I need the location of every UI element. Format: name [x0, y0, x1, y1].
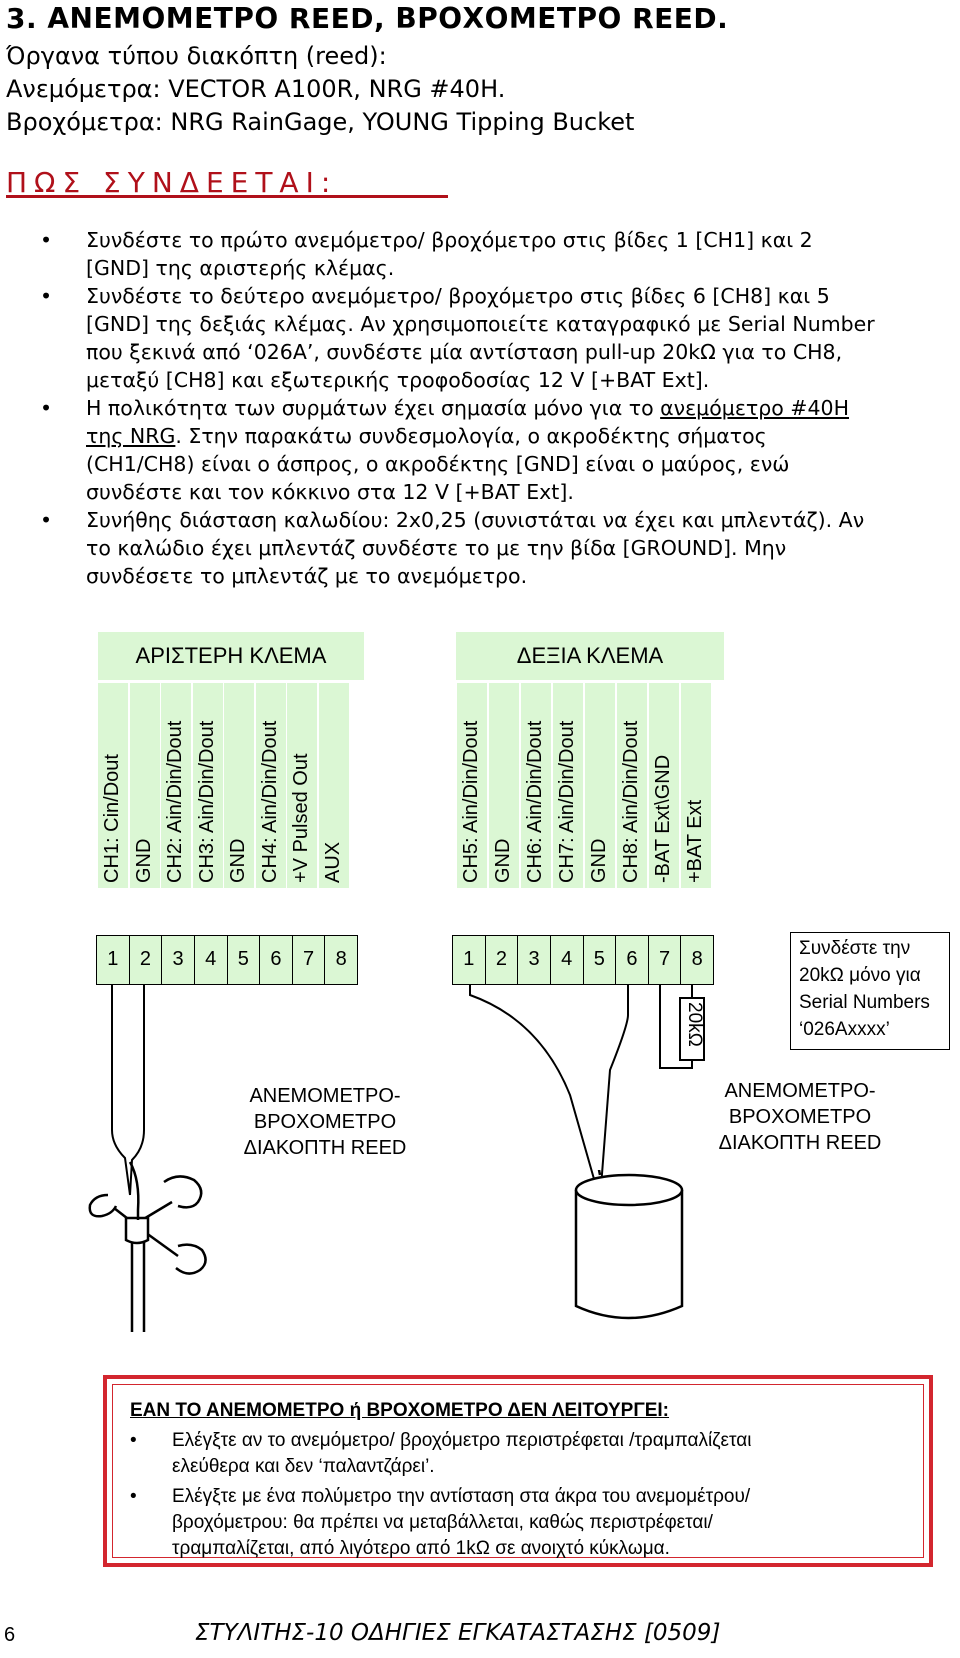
terminal-screw: 4	[551, 936, 584, 984]
list-item: • Συνήθης διάσταση καλωδίου: 2x0,25 (συν…	[40, 508, 865, 588]
pin-label-column: GND	[129, 683, 160, 888]
pin-label-column: GND	[585, 683, 615, 888]
pin-label-column: CH7: Ain/Din/Dout	[553, 683, 583, 888]
terminal-screw: 2	[486, 936, 519, 984]
pin-label-column: CH4: Ain/Din/Dout	[255, 683, 286, 888]
bullet-icon: •	[40, 508, 53, 532]
intro-line-2: Ανεμόμετρα: VECTOR A100R, NRG #40H.	[6, 75, 506, 103]
pin-label-column: CH8: Ain/Din/Dout	[617, 683, 647, 888]
pin-label: CH2: Ain/Din/Dout	[164, 720, 186, 883]
intro-line-3: Βροχόμετρα: NRG RainGage, YOUNG Tipping …	[6, 108, 635, 136]
bullet-icon: •	[130, 1486, 137, 1507]
left-wire-2	[129, 985, 145, 1196]
pin-label-column: AUX	[318, 683, 349, 888]
terminal-screw: 3	[162, 936, 195, 984]
pin-label: GND	[132, 838, 155, 883]
nrg-link[interactable]: ανεμόμετρο #40H	[660, 396, 849, 420]
list-item: • Συνδέστε το δεύτερο ανεμόμετρο/ βροχόμ…	[40, 284, 875, 392]
pin-label-column: CH1: Cin/Dout	[98, 683, 128, 888]
terminal-screw: 4	[195, 936, 228, 984]
page-number: 6	[4, 1624, 16, 1646]
resistor: 20kΩ	[681, 998, 705, 1060]
warning-title: ΕΑΝ ΤΟ ΑΝΕΜΟΜΕΤΡΟ ή ΒΡΟΧΟΜΕΤΡΟ ΔΕΝ ΛΕΙΤΟ…	[130, 1400, 670, 1421]
pin-label-column: +BAT Ext	[681, 683, 711, 888]
terminal-screw: 1	[453, 936, 486, 984]
terminal-screw: 6	[260, 936, 293, 984]
terminal-screw: 8	[691, 948, 703, 970]
left-wire-1	[111, 985, 131, 1196]
pin-label-column: CH5: Ain/Din/Dout	[457, 683, 487, 888]
pin-label: CH7: Ain/Din/Dout	[556, 720, 578, 883]
pin-label: +V Pulsed Out	[290, 753, 312, 883]
section-heading: 3. ΑΝΕΜΟΜΕΤΡΟ REED, ΒΡΟΧΟΜΕΤΡΟ REED.	[6, 2, 729, 35]
wiring-diagram	[111, 985, 705, 1201]
terminal-screw: 2	[130, 936, 163, 984]
right-wire-1	[469, 985, 601, 1201]
pin-label-column: -BAT Ext\GND	[649, 683, 679, 888]
right-wire-2	[599, 985, 629, 1201]
pin-label: CH1: Cin/Dout	[101, 754, 123, 883]
pin-label: GND	[588, 838, 610, 883]
left-terminal-title: ΑΡΙΣΤΕΡΗ ΚΛΕΜΑ	[98, 632, 364, 680]
terminal-screw: 6	[616, 936, 649, 984]
bullet-icon: •	[40, 396, 53, 420]
anemometer-drawing	[88, 1161, 207, 1332]
pin-label: GND	[227, 838, 249, 883]
pin-label: AUX	[321, 841, 344, 883]
list-item: • Συνδέστε το πρώτο ανεμόμετρο/ βροχόμετ…	[40, 228, 813, 280]
pin-label: -BAT Ext\GND	[652, 754, 674, 883]
terminal-screw: 8	[335, 948, 347, 970]
howto-title: ΠΩΣ ΣΥΝΔΕΕΤΑΙ:	[6, 166, 338, 199]
terminal-screw: 3	[518, 936, 551, 984]
howto-underline	[6, 195, 448, 198]
pin-label: CH5: Ain/Din/Dout	[460, 720, 482, 883]
resistor-note: Συνδέστε την 20kΩ μόνο για Serial Number…	[790, 932, 950, 1050]
pin-label: +BAT Ext	[684, 799, 706, 883]
pin-label-column: GND	[224, 683, 254, 888]
list-item: • Ελέγξτε αν το ανεμόμετρο/ βροχόμετρο π…	[130, 1430, 752, 1477]
footer-title: ΣΤΥΛΙΤΗΣ-10 ΟΔΗΓΙΕΣ ΕΓΚΑΤΑΣΤΑΣΗΣ [0509]	[195, 1620, 721, 1646]
terminal-screw: 7	[293, 936, 326, 984]
terminal-screw: 5	[584, 936, 617, 984]
bullet-icon: •	[130, 1430, 137, 1451]
pin-label-column: +V Pulsed Out	[287, 683, 317, 888]
pin-label: CH6: Ain/Din/Dout	[524, 720, 546, 883]
list-item: • Η πολικότητα των συρμάτων έχει σημασία…	[40, 396, 849, 504]
raingauge-drawing	[574, 1170, 684, 1320]
intro-line-1: Όργανα τύπου διακόπτη (reed):	[6, 42, 387, 70]
pin-label-column: CH2: Ain/Din/Dout	[161, 683, 191, 888]
bullet-icon: •	[40, 228, 53, 252]
nrg-link-cont[interactable]: της NRG	[86, 424, 176, 448]
warning-box	[103, 1375, 933, 1567]
terminal-screw: 7	[649, 936, 682, 984]
pin-label-column: CH3: Ain/Din/Dout	[192, 683, 223, 888]
warning-list: • Ελέγξτε αν το ανεμόμετρο/ βροχόμετρο π…	[130, 1428, 910, 1562]
pin-label-column: GND	[489, 683, 519, 888]
pin-label: CH4: Ain/Din/Dout	[258, 720, 281, 883]
terminal-screw: 5	[228, 936, 261, 984]
resistor-label: 20kΩ	[684, 1002, 705, 1047]
pin-label-column: CH6: Ain/Din/Dout	[521, 683, 551, 888]
resistor-body	[679, 997, 705, 1061]
right-terminal-title: ΔΕΞΙΑ ΚΛΕΜΑ	[456, 632, 724, 680]
pin-label: GND	[492, 838, 514, 883]
bullet-icon: •	[40, 284, 53, 308]
instructions-list: • Συνδέστε το πρώτο ανεμόμετρο/ βροχόμετ…	[40, 226, 955, 590]
pin-label: CH3: Ain/Din/Dout	[195, 720, 218, 883]
pin-label: CH8: Ain/Din/Dout	[620, 720, 642, 883]
terminal-screw: 1	[97, 936, 130, 984]
list-item: • Ελέγξτε με ένα πολύμετρο την αντίσταση…	[130, 1486, 751, 1559]
